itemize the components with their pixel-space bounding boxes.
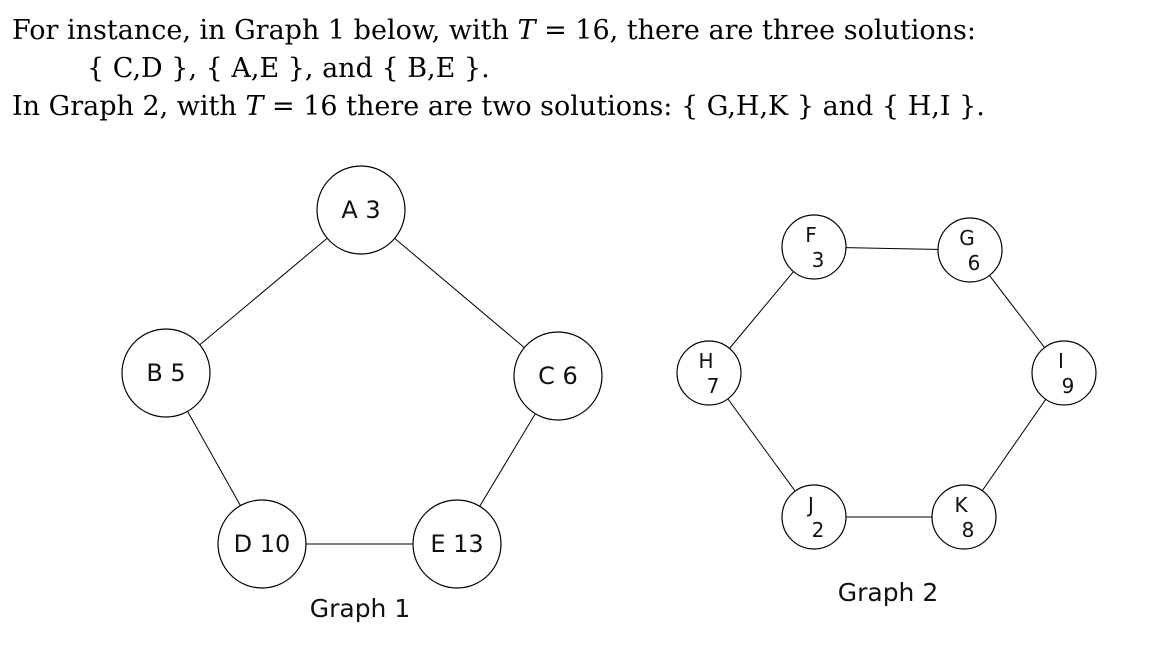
intro-line-2: { C,D }, { A,E }, and { B,E }. bbox=[87, 53, 490, 84]
graph1-edges bbox=[165, 209, 559, 545]
node-weight: 8 bbox=[962, 518, 975, 542]
node-F: F3 bbox=[781, 214, 847, 280]
intro-line-1-pre: For instance, in Graph 1 below, with bbox=[12, 15, 518, 46]
node-circle bbox=[513, 331, 603, 421]
node-J: J2 bbox=[781, 484, 847, 550]
node-circle bbox=[676, 340, 742, 406]
graph2-caption: Graph 2 bbox=[838, 578, 939, 607]
node-H: H7 bbox=[676, 340, 742, 406]
variable-t: T bbox=[517, 15, 536, 46]
node-weight: 3 bbox=[812, 248, 825, 272]
intro-text: For instance, in Graph 1 below, with T =… bbox=[12, 12, 1142, 126]
node-label: C 6 bbox=[538, 362, 578, 390]
intro-line-1-post: = 16, there are three solutions: bbox=[535, 15, 976, 46]
intro-line-3-post: = 16 there are two solutions: { G,H,K } … bbox=[263, 91, 985, 122]
node-letter: G bbox=[959, 226, 975, 250]
node-weight: 6 bbox=[968, 251, 981, 275]
node-circle bbox=[781, 214, 847, 280]
node-letter: F bbox=[805, 223, 817, 247]
node-letter: I bbox=[1058, 349, 1064, 373]
node-G: G6 bbox=[937, 217, 1003, 283]
intro-line-1: For instance, in Graph 1 below, with T =… bbox=[12, 12, 1142, 50]
node-K: K8 bbox=[931, 484, 997, 550]
node-B: B 5 bbox=[121, 328, 211, 418]
node-weight: 2 bbox=[812, 518, 825, 542]
graph1-nodes: A 3 B 5 C 6 D 10 E 13 bbox=[121, 165, 603, 589]
node-circle bbox=[412, 499, 502, 589]
intro-line-3: In Graph 2, with T = 16 there are two so… bbox=[12, 88, 1142, 126]
node-circle bbox=[217, 499, 307, 589]
node-weight: 7 bbox=[707, 374, 720, 398]
intro-line-3-pre: In Graph 2, with bbox=[12, 91, 246, 122]
node-circle bbox=[781, 484, 847, 550]
graph1-caption: Graph 1 bbox=[310, 594, 411, 623]
graph2-edges bbox=[708, 246, 1065, 518]
node-weight: 9 bbox=[1062, 374, 1075, 398]
node-D: D 10 bbox=[217, 499, 307, 589]
node-letter: H bbox=[698, 349, 713, 373]
node-I: I9 bbox=[1031, 340, 1097, 406]
node-label: B 5 bbox=[146, 359, 185, 387]
variable-t: T bbox=[245, 91, 264, 122]
node-C: C 6 bbox=[513, 331, 603, 421]
node-A: A 3 bbox=[316, 165, 406, 255]
node-label: E 13 bbox=[430, 530, 483, 558]
node-circle bbox=[316, 165, 406, 255]
node-letter: J bbox=[806, 493, 814, 517]
node-E: E 13 bbox=[412, 499, 502, 589]
node-circle bbox=[1031, 340, 1097, 406]
node-circle bbox=[931, 484, 997, 550]
node-label: A 3 bbox=[341, 196, 380, 224]
node-circle bbox=[121, 328, 211, 418]
node-circle bbox=[937, 217, 1003, 283]
node-label: D 10 bbox=[234, 530, 291, 558]
node-letter: K bbox=[954, 493, 968, 517]
